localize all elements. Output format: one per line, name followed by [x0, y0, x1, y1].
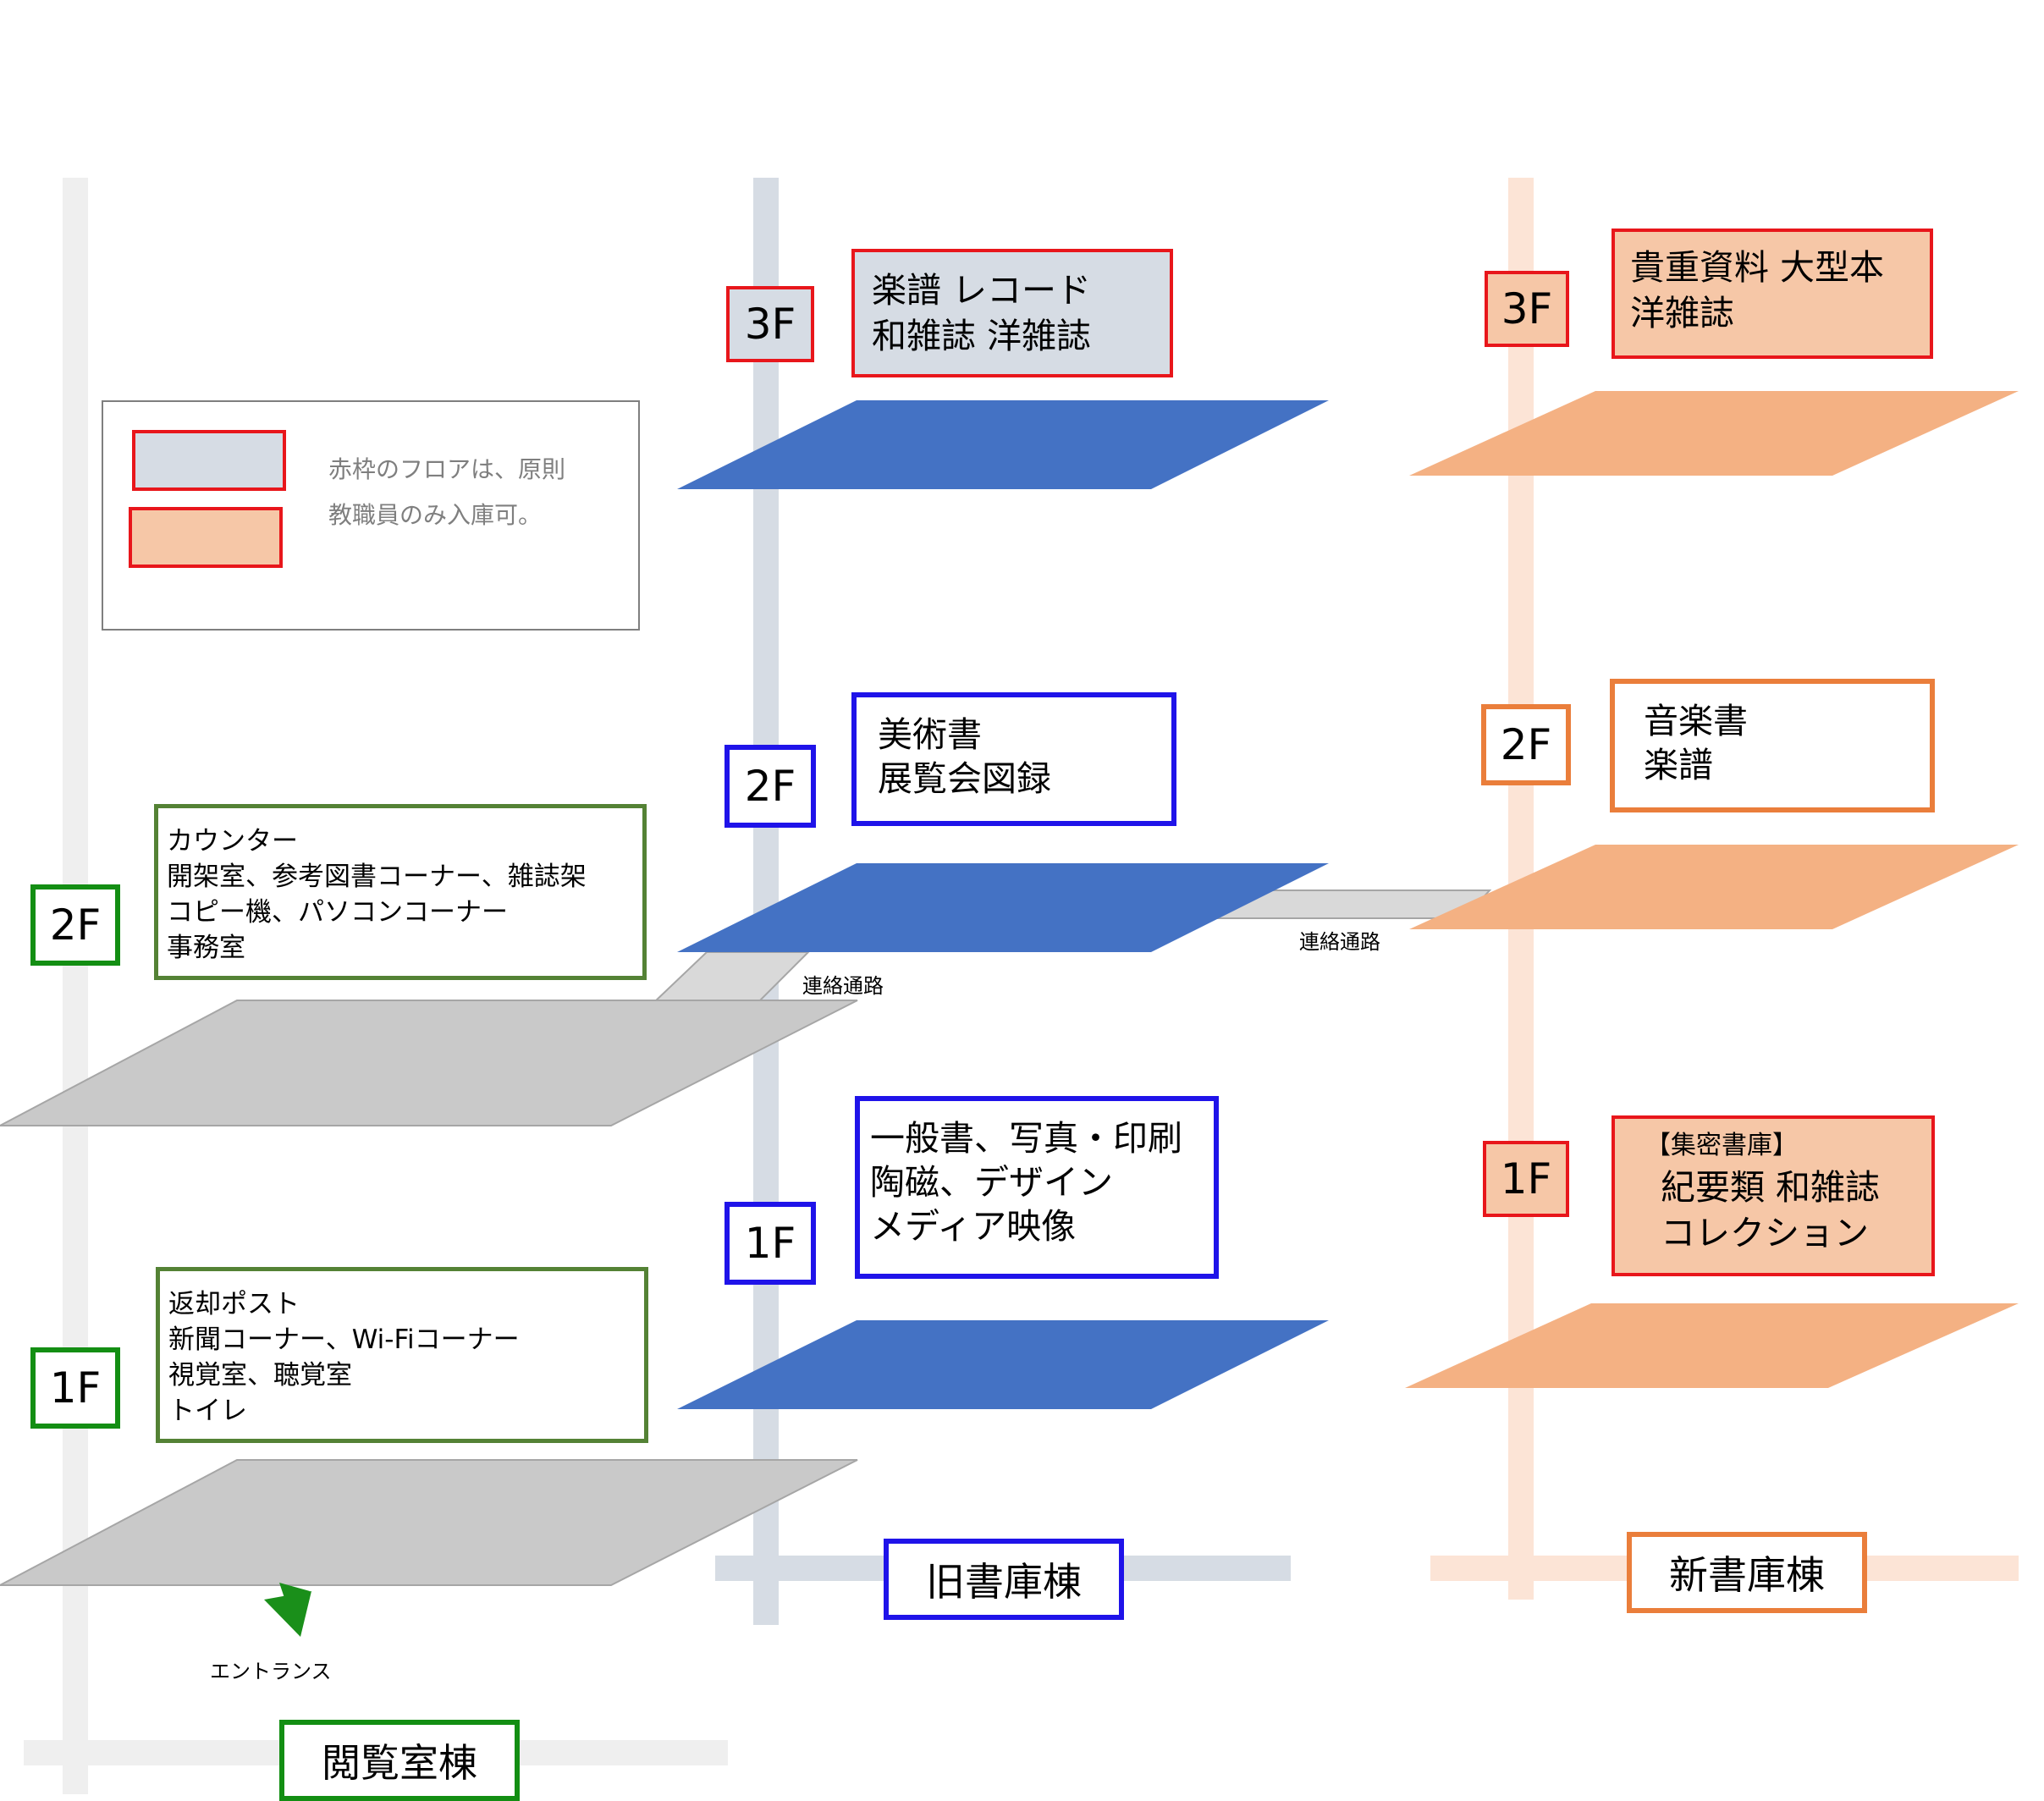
- old-floor-1-line: 陶磁、デザイン: [870, 1162, 1113, 1203]
- reading-floor-1-badge: 1F: [30, 1347, 120, 1429]
- new-floor-1-info: 【集密書庫】 紀要類 和雑誌 コレクション: [1612, 1115, 1935, 1276]
- old-floor-3-line: 楽譜 レコード: [872, 270, 1092, 311]
- reading-floor-2-badge: 2F: [30, 884, 120, 966]
- old-floor-2-badge: 2F: [724, 745, 816, 828]
- connector-reading-old: [651, 951, 811, 1004]
- reading-floor-1-line: 返却ポスト: [168, 1289, 300, 1319]
- reading-floor-1-plane: [0, 1459, 858, 1586]
- reading-floor-2-info: カウンター 開架室、参考図書コーナー、雑誌架 コピー機、パソコンコーナー 事務室: [154, 804, 647, 980]
- entrance-arrow-head-icon: [279, 1583, 310, 1616]
- old-floor-1-line: メディア映像: [870, 1206, 1077, 1247]
- old-floor-3-info: 楽譜 レコード 和雑誌 洋雑誌: [851, 249, 1173, 377]
- new-floor-2-info: 音楽書 楽譜: [1610, 679, 1935, 812]
- new-floor-1-plane: [1405, 1303, 2019, 1388]
- reading-floor-2-line: カウンター: [167, 826, 298, 856]
- old-floor-1-line: 一般書、写真・印刷: [870, 1118, 1182, 1159]
- old-floor-3-badge: 3F: [726, 286, 814, 362]
- new-floor-1-line: コレクション: [1661, 1213, 1869, 1253]
- legend-swatch-gray: [132, 430, 286, 491]
- old-floor-2-line: 美術書: [878, 714, 982, 755]
- legend-note-line-2: 教職員のみ入庫可。: [328, 501, 543, 529]
- new-floor-1-line: 【集密書庫】: [1645, 1131, 1798, 1160]
- connector-label-1: 連絡通路: [802, 974, 884, 998]
- reading-floor-1-line: 視覚室、聴覚室: [168, 1360, 352, 1391]
- old-floor-2-info: 美術書 展覧会図録: [851, 692, 1176, 826]
- legend: 赤枠のフロアは、原則 教職員のみ入庫可。: [102, 400, 640, 631]
- old-floor-2-plane: [677, 863, 1329, 952]
- reading-floor-2-line: 事務室: [167, 933, 245, 963]
- old-floor-1-plane: [677, 1320, 1329, 1409]
- connector-label-2: 連絡通路: [1299, 930, 1380, 954]
- reading-floor-1-info: 返却ポスト 新聞コーナー、Wi-Fiコーナー 視覚室、聴覚室 トイレ: [156, 1267, 648, 1443]
- old-floor-3-plane: [677, 400, 1329, 489]
- new-floor-2-badge: 2F: [1481, 704, 1571, 785]
- new-floor-2-line: 楽譜: [1644, 745, 1713, 785]
- new-floor-2-line: 音楽書: [1644, 701, 1748, 741]
- legend-swatch-orange: [129, 507, 283, 568]
- old-floor-3-line: 和雑誌 洋雑誌: [872, 316, 1092, 356]
- reading-building-pillar: [63, 178, 88, 1794]
- reading-floor-1-line: 新聞コーナー、Wi-Fiコーナー: [168, 1325, 520, 1355]
- old-floor-1-info: 一般書、写真・印刷 陶磁、デザイン メディア映像: [855, 1096, 1219, 1279]
- old-floor-2-line: 展覧会図録: [878, 758, 1051, 799]
- legend-note-line-1: 赤枠のフロアは、原則: [328, 455, 566, 483]
- reading-floor-2-line: 開架室、参考図書コーナー、雑誌架: [167, 862, 587, 892]
- new-floor-3-line: 貴重資料 大型本: [1630, 247, 1885, 288]
- new-floor-1-line: 紀要類 和雑誌: [1661, 1167, 1881, 1208]
- new-floor-3-badge: 3F: [1485, 271, 1569, 347]
- new-floor-3-line: 洋雑誌: [1630, 293, 1734, 333]
- new-stack-label: 新書庫棟: [1627, 1532, 1867, 1613]
- new-floor-3-plane: [1409, 391, 2019, 476]
- new-floor-1-badge: 1F: [1483, 1141, 1569, 1217]
- reading-floor-2-plane: [0, 1000, 858, 1126]
- entrance-label: エントランス: [210, 1660, 332, 1683]
- old-stack-label: 旧書庫棟: [884, 1539, 1124, 1620]
- new-floor-3-info: 貴重資料 大型本 洋雑誌: [1612, 229, 1933, 359]
- reading-building-label: 閲覧室棟: [279, 1720, 520, 1801]
- new-floor-2-plane: [1409, 845, 2019, 929]
- reading-floor-1-line: トイレ: [168, 1396, 247, 1426]
- old-floor-1-badge: 1F: [724, 1202, 816, 1285]
- reading-floor-2-line: コピー機、パソコンコーナー: [167, 897, 508, 928]
